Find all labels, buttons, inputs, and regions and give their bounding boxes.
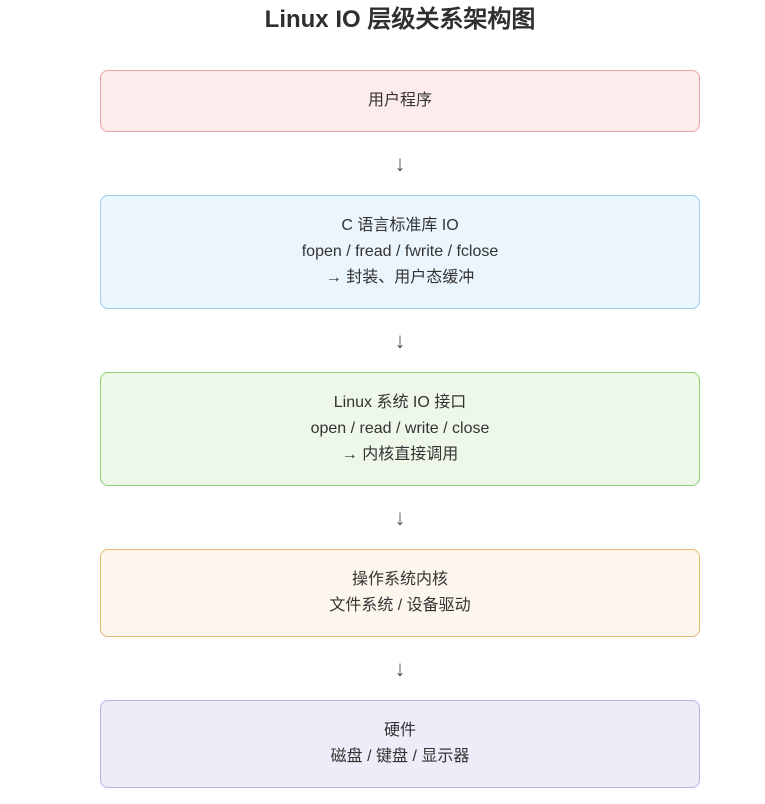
node-line: 磁盘 / 键盘 / 显示器 — [330, 748, 470, 765]
node-linux-syscall-io: Linux 系统 IO 接口 open / read / write / clo… — [100, 372, 700, 486]
node-line: Linux 系统 IO 接口 — [333, 394, 467, 411]
flow-diagram: 用户程序 ↓ C 语言标准库 IO fopen / fread / fwrite… — [100, 70, 700, 788]
node-hardware: 硬件 磁盘 / 键盘 / 显示器 — [100, 700, 700, 788]
down-arrow-icon: ↓ — [394, 505, 406, 530]
node-line: fopen / fread / fwrite / fclose — [301, 243, 499, 260]
node-line: open / read / write / close — [310, 420, 490, 437]
down-arrow-icon: ↓ — [394, 328, 406, 353]
node-line: 硬件 — [383, 722, 416, 739]
page-title: Linux IO 层级关系架构图 — [264, 6, 536, 33]
node-os-kernel: 操作系统内核 文件系统 / 设备驱动 — [100, 549, 700, 637]
node-line: 用户程序 — [367, 92, 432, 109]
node-c-stdlib-io: C 语言标准库 IO fopen / fread / fwrite / fclo… — [100, 195, 700, 309]
node-line: → 内核直接调用 — [341, 446, 459, 463]
node-line: 文件系统 / 设备驱动 — [329, 597, 471, 614]
node-line: → 封装、用户态缓冲 — [325, 269, 475, 286]
node-line: 操作系统内核 — [351, 571, 448, 588]
down-arrow-icon: ↓ — [394, 656, 406, 681]
down-arrow-icon: ↓ — [394, 151, 406, 176]
node-user-program: 用户程序 — [100, 70, 700, 132]
node-line: C 语言标准库 IO — [341, 217, 459, 234]
diagram-container: Linux IO 层级关系架构图 用户程序 ↓ C 语言标准库 IO fopen… — [100, 0, 700, 788]
